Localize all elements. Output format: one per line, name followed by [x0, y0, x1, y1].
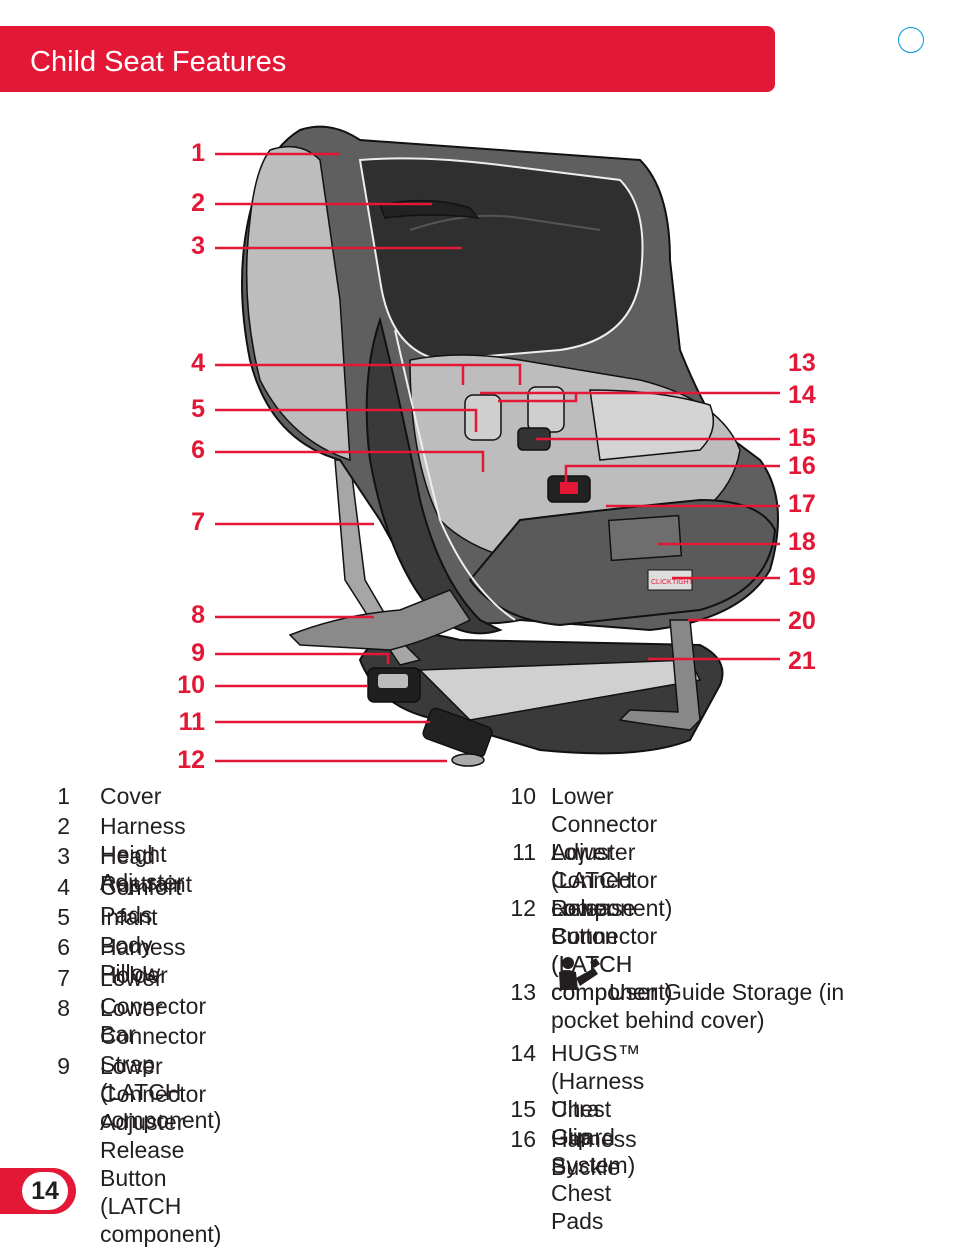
header-bar: Child Seat Features	[0, 26, 775, 92]
seat-badge-left: CLICK	[651, 579, 672, 586]
callout-13: 13	[788, 349, 816, 377]
callout-15: 15	[788, 424, 816, 452]
callout-1: 1	[191, 139, 205, 167]
page-number-tab: 14	[0, 1168, 76, 1214]
callout-19: 19	[788, 563, 816, 591]
callout-2: 2	[191, 189, 205, 217]
seat-badge-right: TIGHT	[672, 579, 694, 586]
callout-17: 17	[788, 490, 816, 518]
callout-6: 6	[191, 436, 205, 464]
corner-circle-mark	[898, 27, 924, 53]
callout-9: 9	[191, 639, 205, 667]
callout-11: 11	[178, 708, 205, 736]
callout-10: 10	[177, 671, 205, 699]
callout-8: 8	[191, 601, 205, 629]
callout-18: 18	[788, 528, 816, 556]
callout-21: 21	[788, 647, 816, 675]
callout-5: 5	[191, 395, 205, 423]
callout-3: 3	[191, 232, 205, 260]
callout-12: 12	[177, 746, 205, 774]
page-title: Child Seat Features	[30, 46, 287, 78]
page-number: 14	[22, 1172, 68, 1210]
callout-7: 7	[191, 508, 205, 536]
child-seat-illustration: CLICK TIGHT	[215, 125, 780, 767]
user-guide-icon	[559, 957, 600, 990]
callout-16: 16	[788, 452, 816, 480]
callout-4: 4	[191, 349, 205, 377]
callout-14: 14	[788, 381, 816, 409]
callout-20: 20	[788, 607, 816, 635]
